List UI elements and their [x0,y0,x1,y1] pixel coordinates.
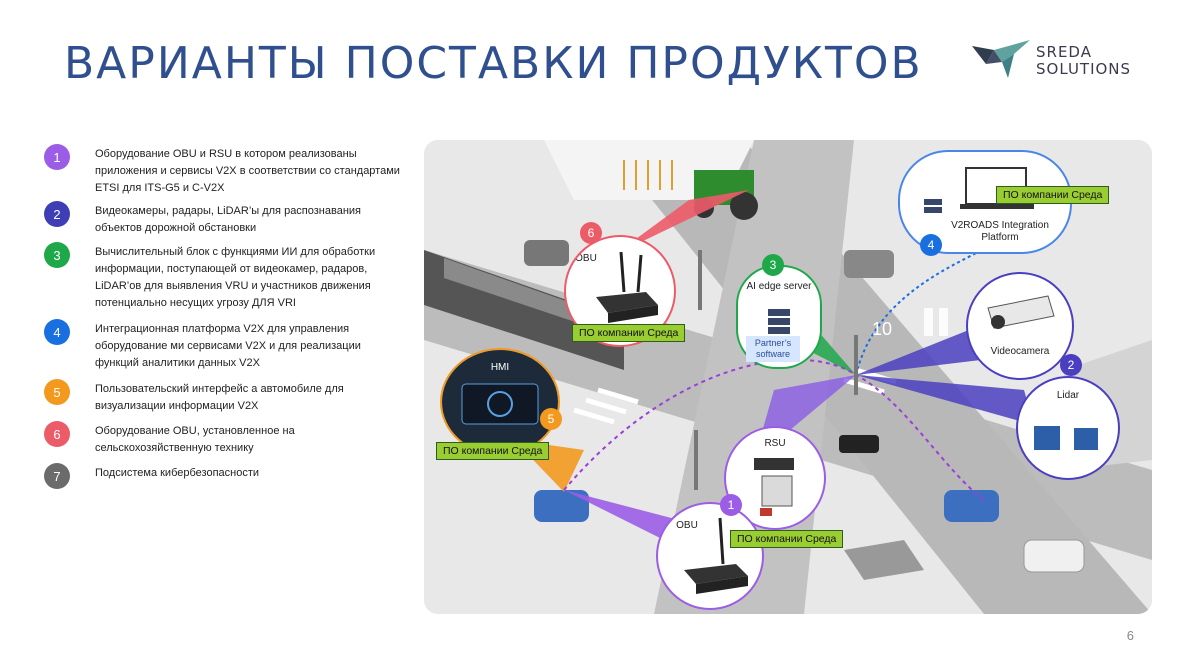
legend-number: 3 [44,242,70,268]
page-title: ВАРИАНТЫ ПОСТАВКИ ПРОДУКТОВ [64,38,923,89]
badge-2: 2 [1060,354,1082,376]
speed-indicator: 10 [872,319,892,339]
legend-item-5: 5 Пользовательский интерфейс а автомобил… [44,379,404,423]
legend-number: 5 [44,379,70,405]
legend-text: Оборудование OBU, установленное на сельс… [95,425,295,454]
legend-number: 1 [44,144,70,170]
lidar-label: Lidar [1056,390,1080,401]
badge-3: 3 [762,254,784,276]
legend-item-4: 4 Интеграционная платформа V2X для управ… [44,319,404,381]
legend-number: 7 [44,463,70,489]
pause-icon [924,308,948,336]
smart-intersection-illustration: 10 OBU 6 ПО компании Среда AI edge serve… [424,140,1152,614]
car-blue-right [944,490,999,522]
router-icon-2 [684,517,748,594]
po-label-v2roads: ПО компании Среда [996,186,1110,204]
v2roads-label: V2ROADS Integration Platform [951,220,1049,243]
legend-item-3: 3 Вычислительный блок с функциями ИИ для… [44,242,404,321]
camera-icon [987,295,1055,329]
legend-number: 4 [44,319,70,345]
po-label-obu-agri: ПО компании Среда [572,324,686,342]
beam-obu [564,490,679,540]
legend-item-1: 1 Оборудование OBU и RSU в котором реали… [44,144,404,203]
badge-5: 5 [540,408,562,430]
obu-car-callout: OBU [656,502,764,610]
page-number: 6 [1126,628,1134,643]
beam-lidar [856,375,1034,425]
rsu-label: RSU [764,438,786,449]
videocamera-callout: Videocamera [966,272,1074,380]
badge-4: 4 [920,234,942,256]
legend-text: Интеграционная платформа V2X для управле… [95,323,361,369]
ai-edge-label: AI edge server [746,281,812,292]
server-rack-icon [924,199,942,213]
rsu-device-icon [754,458,794,516]
videocamera-label: Videocamera [990,346,1050,357]
legend-text: Подсистема кибербезопасности [95,467,260,479]
car-blue-left [534,490,589,522]
hmi-callout: HMI [440,348,560,456]
server-icon [768,309,790,334]
taxi [1023,539,1085,573]
legend-item-7: 7 Подсистема кибербезопасности [44,463,404,495]
legend-item-2: 2 Видеокамеры, радары, LiDAR’ы для распо… [44,201,404,244]
beam-tractor [614,190,749,255]
legend-list: 1 Оборудование OBU и RSU в котором реали… [44,144,404,495]
lidar-icon [1034,426,1098,450]
lidar-callout: Lidar [1016,376,1120,480]
partners-software-label: Partner’s software [746,336,800,362]
car-grey [844,250,894,278]
obu-agri-label: OBU [575,253,597,264]
badge-6: 6 [580,222,602,244]
po-label-obu-car: ПО компании Среда [730,530,844,548]
hmi-label: HMI [490,362,510,373]
badge-1: 1 [720,494,742,516]
legend-text: Видеокамеры, радары, LiDAR’ы для распозн… [95,205,362,234]
router-icon [596,251,658,323]
legend-text: Оборудование OBU и RSU в котором реализо… [95,148,400,194]
car-grey-2 [524,240,569,266]
legend-number: 6 [44,421,70,447]
company-logo: SREDA SOLUTIONS [972,40,1152,84]
car-black [839,435,879,453]
legend-number: 2 [44,201,70,227]
obu-car-label: OBU [676,520,698,531]
sreda-logo-icon [972,40,1030,78]
dashboard-icon [461,383,539,425]
legend-item-6: 6 Оборудование OBU, установленное на сел… [44,421,404,465]
legend-text: Вычислительный блок с функциями ИИ для о… [95,246,376,309]
po-label-hmi: ПО компании Среда [436,442,550,460]
logo-line2: SOLUTIONS [1036,60,1132,78]
legend-text: Пользовательский интерфейс а автомобиле … [95,383,344,412]
logo-line1: SREDA [1036,43,1092,61]
